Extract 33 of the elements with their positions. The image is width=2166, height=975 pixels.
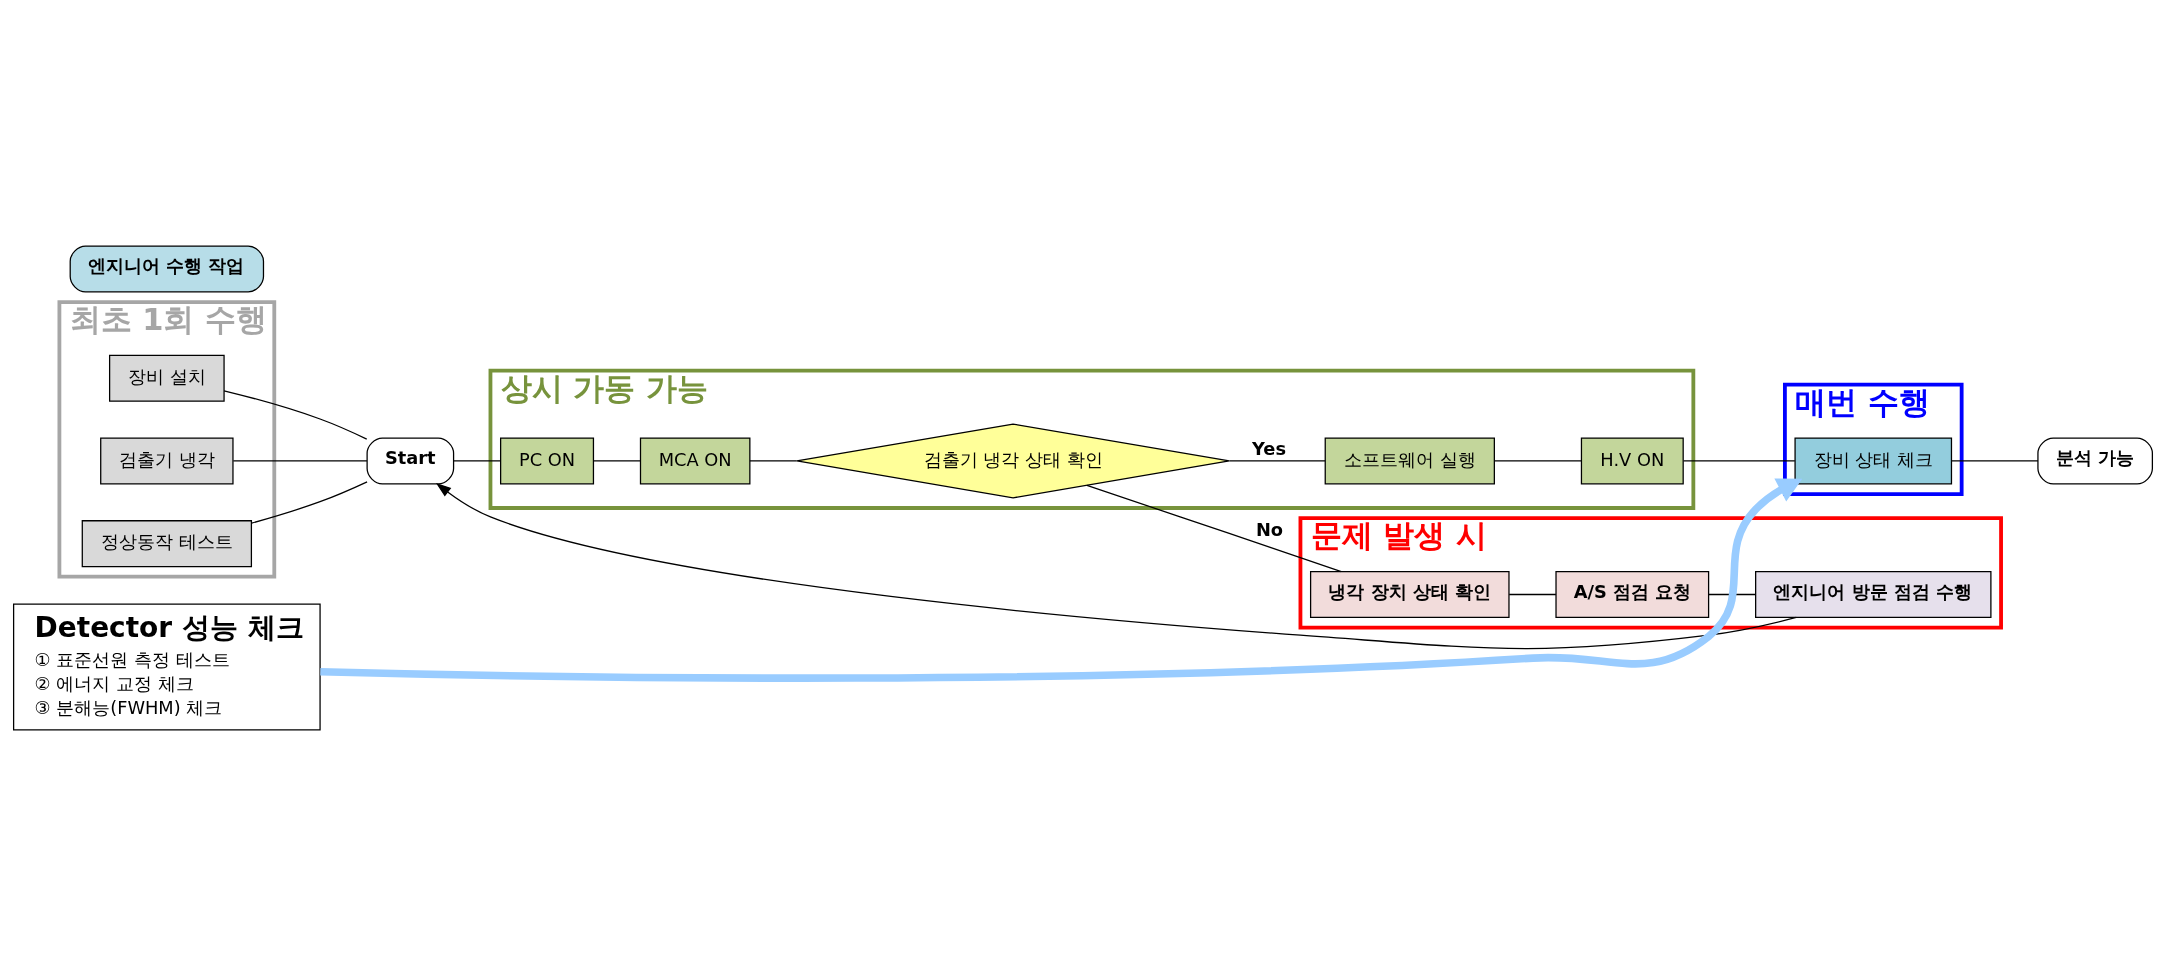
connector <box>1508 593 1557 595</box>
connector <box>251 480 368 524</box>
node-box: 검출기 냉각 <box>100 436 234 484</box>
node-diamond: 검출기 냉각 상태 확인 <box>796 422 1230 498</box>
node-box: Detector 성능 체크 ① 표준선원 측정 테스트 ② 에너지 교정 체크 ③ 분해능(FWHM) 체크 <box>13 602 321 731</box>
edge-label: Yes <box>1252 437 1287 459</box>
node-box: MCA ON <box>639 436 751 484</box>
connector <box>1951 459 2039 462</box>
node-box: 분석 가능 <box>2037 436 2153 484</box>
arrow <box>435 482 1797 649</box>
node-box: Start <box>366 436 455 484</box>
node-box: PC ON <box>500 436 595 484</box>
node-box: H.V ON <box>1580 436 1684 484</box>
connector <box>453 459 502 462</box>
node-box: 장비 설치 <box>109 354 225 402</box>
connector <box>1708 593 1757 595</box>
node-box: 소프트웨어 실행 <box>1324 436 1495 484</box>
connector <box>592 459 642 462</box>
node-box: A/S 점검 요청 <box>1555 570 1710 618</box>
node-box: 엔지니어 수행 작업 <box>69 244 265 292</box>
connector <box>1228 459 1326 462</box>
connector <box>232 459 368 462</box>
edge-label: No <box>1255 518 1284 540</box>
arrow <box>320 477 1803 682</box>
node-box: 정상동작 테스트 <box>81 519 253 567</box>
node-box: 엔지니어 방문 점검 수행 <box>1755 570 1992 618</box>
node-box: 장비 상태 체크 <box>1794 436 1953 484</box>
node-box: 냉각 장치 상태 확인 <box>1309 570 1510 618</box>
connector <box>223 389 368 440</box>
connector <box>1086 484 1342 572</box>
connector <box>1494 459 1582 462</box>
connector <box>1682 459 1796 462</box>
connector <box>749 459 798 462</box>
